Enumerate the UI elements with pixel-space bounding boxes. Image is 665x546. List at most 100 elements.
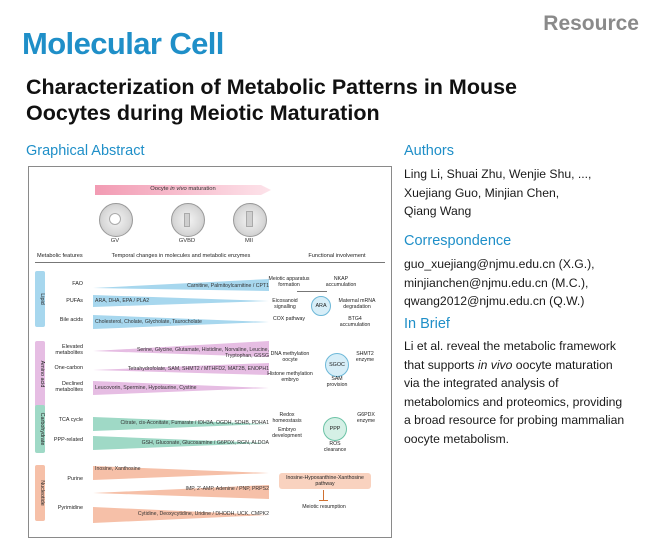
molecules-bile-acids: Cholesterol, Cholate, Glycholate, Tauroc…	[95, 319, 202, 325]
spindle-icon	[246, 211, 253, 227]
correspondence-heading: Correspondence	[404, 233, 512, 249]
fn-hypoxanthine-pathway: Inosine-Hypoxanthine-Xanthosine pathway	[279, 473, 371, 489]
group-bar-nucleotide: Nucleotide	[35, 465, 45, 521]
inhibition-bar	[319, 500, 328, 501]
article-title: Characterization of Metabolic Patterns i…	[26, 74, 646, 126]
graphical-abstract-heading: Graphical Abstract	[26, 143, 145, 159]
row-label-elevated: Elevated metabolites	[55, 344, 83, 356]
fn-meiotic-apparatus: Meiotic apparatus formation	[268, 276, 310, 288]
row-label-declined: Declined metabolites	[55, 381, 83, 393]
row-label-pufas: PUFAs	[66, 298, 83, 304]
maturation-arrow	[95, 185, 271, 195]
connector-line	[297, 291, 327, 292]
group-label: Lipid	[39, 293, 45, 305]
wedge-pyrimidine	[93, 507, 269, 523]
maturation-arrow-label: Oocyte in vivo maturation	[95, 186, 271, 192]
spindle-icon	[184, 213, 190, 227]
brief-line: that supports in vivo oocyte maturation	[404, 356, 659, 375]
brief-text: oocyte maturation	[512, 357, 613, 372]
wedge-declined	[93, 381, 269, 395]
nucleus-icon	[109, 213, 121, 225]
brief-line: Li et al. reveal the metabolic framework	[404, 339, 617, 353]
brief-line: oocyte metabolism.	[404, 431, 509, 446]
column-header-functional: Functional involvement	[308, 253, 366, 259]
header-divider	[35, 262, 385, 263]
row-label-pyrimidine: Pyrimidine	[57, 505, 83, 511]
authors-line: Ling Li, Shuai Zhu, Wenjie Shu, ...,	[404, 167, 592, 181]
graphical-abstract-figure: Oocyte in vivo maturation GV GVBD MII Me…	[28, 166, 392, 538]
arrow-label-pre: Oocyte	[150, 186, 171, 192]
ppp-node: PPP	[323, 417, 347, 441]
fn-histone-methylation: Histone methylation embryo	[267, 371, 313, 383]
arrow-label-post: maturation	[186, 186, 216, 192]
wedge-tca	[93, 417, 269, 431]
row-label-ppp: PPP-related	[53, 437, 83, 443]
email-link[interactable]: guo_xuejiang@njmu.edu.cn (X.G.),	[404, 257, 595, 271]
row-label-one-carbon: One-carbon	[54, 365, 83, 371]
molecules-tca: Citrate, cis-Aconitate, Fumarate / IDH3A…	[120, 420, 269, 426]
fn-embryo-development: Embryo development	[272, 427, 302, 439]
wedge-fao	[93, 279, 269, 291]
group-bar-amino-acid: Amino acid	[35, 341, 45, 407]
fn-eicosanoid: Eicosanoid signalling	[272, 298, 298, 310]
fn-ros: ROS clearance	[323, 441, 347, 453]
brief-line: via the integrated analysis of	[404, 376, 559, 390]
article-title-line: Oocytes during Meiotic Maturation	[26, 101, 380, 125]
correspondence-list: guo_xuejiang@njmu.edu.cn (X.G.), minjian…	[404, 255, 659, 311]
row-label-bile-acids: Bile acids	[59, 317, 83, 323]
in-brief-heading: In Brief	[404, 316, 450, 332]
sgoc-node: SGOC	[325, 353, 349, 377]
stage-label: GV	[110, 238, 120, 244]
authors-line: Qiang Wang	[404, 204, 472, 218]
row-label-purine: Purine	[67, 476, 83, 482]
ara-node: ARA	[311, 296, 331, 316]
inhibition-arrow	[323, 490, 324, 500]
article-type-label: Resource	[543, 12, 639, 35]
molecules-purine-up: IMP, 2'-AMP, Adenine / PNP, PRPS2	[185, 486, 269, 492]
molecules-one-carbon: Tetrahydrofolate, SAM, SHMT2 / MTHFD2, M…	[127, 366, 269, 372]
wedge-purine-down	[93, 466, 269, 480]
fn-cox: COX pathway	[273, 316, 306, 322]
wedge-purine-up	[93, 485, 269, 499]
group-label: Amino acid	[39, 360, 45, 388]
fn-sam: SAM provision	[326, 376, 348, 388]
journal-title: Molecular Cell	[22, 26, 224, 61]
article-title-line: Characterization of Metabolic Patterns i…	[26, 75, 518, 99]
brief-emphasis: in vivo	[477, 357, 513, 372]
authors-heading: Authors	[404, 143, 454, 159]
wedge-one-carbon	[93, 363, 269, 375]
group-bar-carbohydrate: Carbohydrate	[35, 405, 45, 453]
molecules-declined: Leucovorin, Spermine, Hypotaurine, Cysti…	[95, 385, 197, 391]
fn-maternal-mrna: Maternal mRNA degradation	[338, 298, 376, 310]
brief-text: that supports	[404, 357, 478, 372]
fn-g6pdx: G6PDX enzyme	[356, 412, 376, 424]
fn-shmt2: SHMT2 enzyme	[355, 351, 375, 363]
group-label: Carbohydrate	[39, 412, 45, 446]
email-link[interactable]: minjianchen@njmu.edu.cn (M.C.),	[404, 275, 589, 290]
authors-list: Ling Li, Shuai Zhu, Wenjie Shu, ..., Xue…	[404, 165, 654, 221]
wedge-ppp	[93, 436, 269, 450]
molecules-pyrimidine: Cytidine, Deoxycytidine, Uridine / DHODH…	[137, 511, 269, 517]
stage-label: MII	[244, 238, 254, 244]
molecules-fao: Carnitine, Palmitoylcarnitine / CPT1	[187, 283, 269, 289]
row-label-tca: TCA cycle	[58, 417, 83, 423]
group-label: Nucleotide	[39, 480, 45, 506]
molecules-purine-down: Inosine, Xanthosine	[95, 466, 141, 472]
arrow-label-em: in vivo	[170, 186, 187, 192]
fn-meiotic-resumption: Meiotic resumption	[302, 504, 346, 510]
wedge-elevated	[93, 341, 269, 357]
molecules-pufas: ARA, DHA, EPA / PLA2	[95, 298, 150, 304]
fn-nkap: NKAP accumulation	[325, 276, 357, 288]
authors-line: Xuejiang Guo, Minjian Chen,	[404, 185, 560, 200]
fn-redox: Redox homeostasis	[272, 412, 302, 424]
fn-dna-methylation: DNA methylation oocyte	[270, 351, 310, 363]
wedge-pufas	[93, 295, 269, 307]
fn-btg4: BTG4 accumulation	[339, 316, 371, 328]
group-bar-lipid: Lipid	[35, 271, 45, 327]
in-brief-text: Li et al. reveal the metabolic framework…	[404, 337, 659, 448]
email-link[interactable]: qwang2012@njmu.edu.cn (Q.W.)	[404, 294, 585, 308]
brief-line: a broad resource for probing mammalian	[404, 413, 625, 427]
wedge-bile-acids	[93, 315, 269, 329]
column-header-features: Metabolic features	[37, 253, 83, 259]
stage-label: GVBD	[178, 238, 196, 244]
